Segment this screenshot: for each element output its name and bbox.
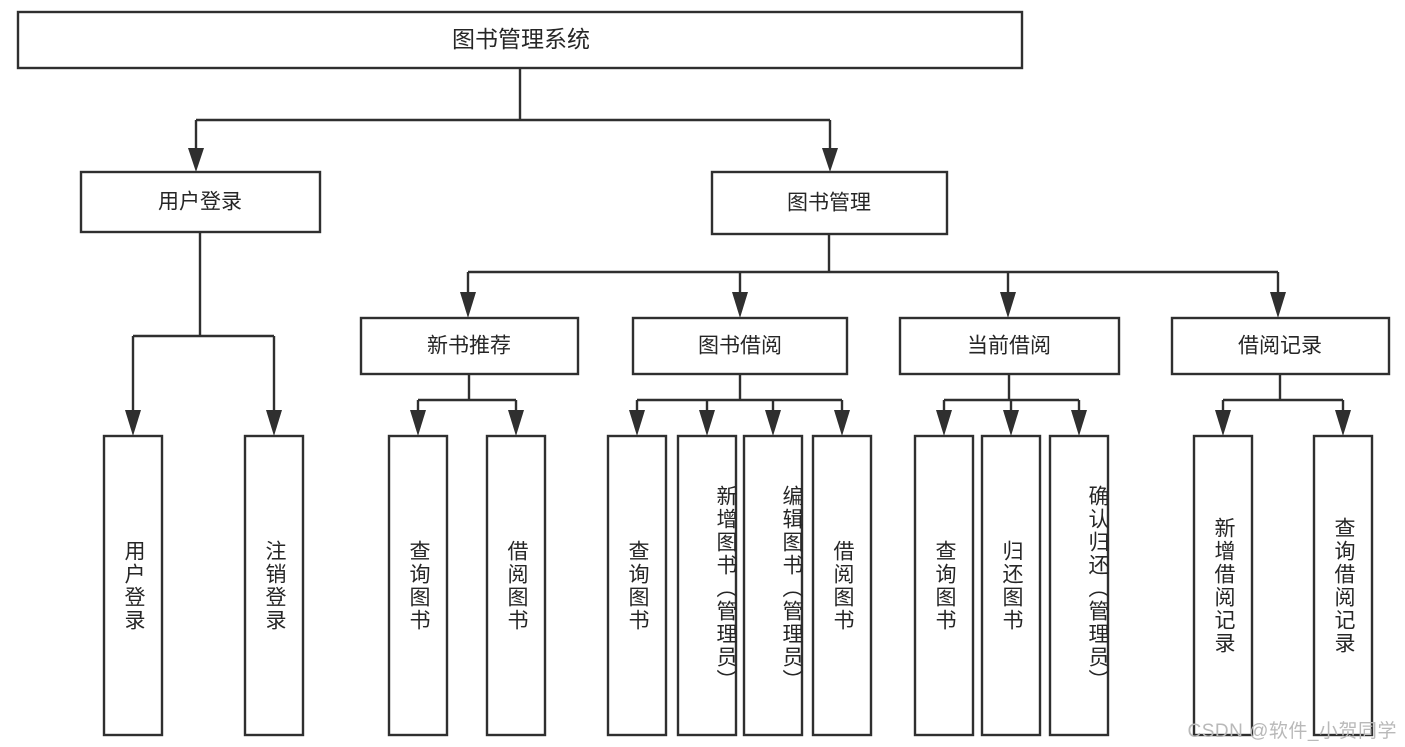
label-new-book-recommend: 新书推荐 bbox=[427, 335, 511, 358]
arrowhead-user-login bbox=[188, 148, 204, 172]
node-book-management[interactable] bbox=[710, 170, 949, 236]
leaf-nb-borrow-book[interactable] bbox=[485, 434, 547, 737]
leaf-bb-query-book[interactable] bbox=[606, 434, 668, 737]
arrowhead-br-add-record bbox=[1215, 410, 1231, 436]
arrowhead-bb-edit-book bbox=[765, 410, 781, 436]
leaf-br-query-record[interactable] bbox=[1312, 434, 1374, 737]
watermark-text: CSDN @软件_小贺同学 bbox=[1187, 721, 1397, 742]
label-current-borrow: 当前借阅 bbox=[967, 335, 1051, 358]
label-layer-horizontal: 图书管理系统 用户登录 图书管理 新书推荐 图书借阅 当前借阅 借阅记录 bbox=[158, 26, 1322, 357]
leaf-logout[interactable] bbox=[243, 434, 305, 737]
node-new-book-recommend[interactable] bbox=[359, 316, 580, 376]
node-root-book-management-system[interactable] bbox=[16, 10, 1024, 70]
leaf-user-login[interactable] bbox=[102, 434, 164, 737]
box-layer bbox=[16, 10, 1391, 737]
node-book-borrow[interactable] bbox=[631, 316, 849, 376]
leaf-bb-add-book[interactable] bbox=[676, 434, 738, 737]
arrowhead-book-borrow bbox=[732, 292, 748, 318]
leaf-cb-query-book[interactable] bbox=[913, 434, 975, 737]
leaf-br-add-record[interactable] bbox=[1192, 434, 1254, 737]
arrowhead-cb-return-book bbox=[1003, 410, 1019, 436]
arrowhead-leaf-user-login bbox=[125, 410, 141, 436]
arrowhead-leaf-logout bbox=[266, 410, 282, 436]
arrowhead-cb-query-book bbox=[936, 410, 952, 436]
arrowhead-nb-query-book bbox=[410, 410, 426, 436]
node-user-login[interactable] bbox=[79, 170, 322, 234]
arrowhead-new-book bbox=[460, 292, 476, 318]
leaf-cb-confirm-return[interactable] bbox=[1048, 434, 1110, 737]
arrowhead-nb-borrow-book bbox=[508, 410, 524, 436]
connector-layer bbox=[125, 68, 1351, 436]
label-book-management: 图书管理 bbox=[787, 192, 871, 215]
label-borrow-record: 借阅记录 bbox=[1238, 335, 1322, 358]
leaf-nb-query-book[interactable] bbox=[387, 434, 449, 737]
node-current-borrow[interactable] bbox=[898, 316, 1121, 376]
arrowhead-bb-query-book bbox=[629, 410, 645, 436]
leaf-bb-borrow-book[interactable] bbox=[811, 434, 873, 737]
label-user-login: 用户登录 bbox=[158, 191, 242, 214]
arrowhead-bb-add-book bbox=[699, 410, 715, 436]
arrowhead-br-query-record bbox=[1335, 410, 1351, 436]
arrowhead-book-manage bbox=[822, 148, 838, 172]
leaf-cb-return-book[interactable] bbox=[980, 434, 1042, 737]
label-book-borrow: 图书借阅 bbox=[698, 335, 782, 358]
leaf-bb-edit-book[interactable] bbox=[742, 434, 804, 737]
node-borrow-record[interactable] bbox=[1170, 316, 1391, 376]
arrowhead-current-borrow bbox=[1000, 292, 1016, 318]
arrowhead-bb-borrow-book bbox=[834, 410, 850, 436]
label-root: 图书管理系统 bbox=[452, 26, 590, 52]
arrowhead-cb-confirm-return bbox=[1071, 410, 1087, 436]
arrowhead-borrow-record bbox=[1270, 292, 1286, 318]
